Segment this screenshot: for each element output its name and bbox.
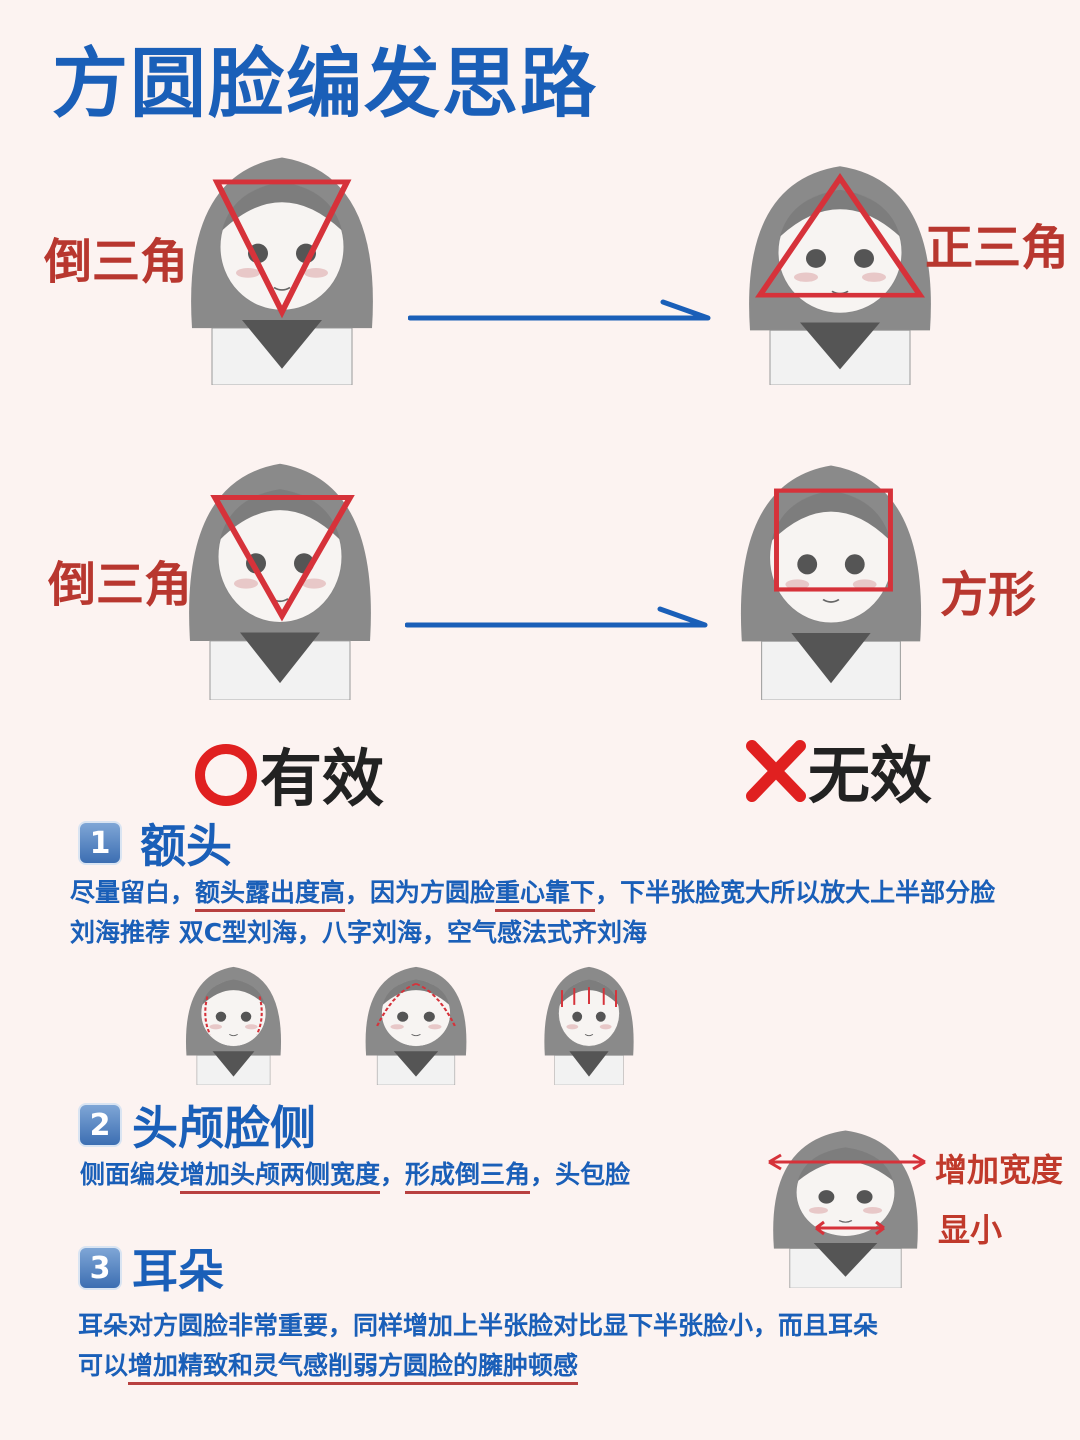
square-overlay <box>774 488 893 592</box>
text: ，因为方圆脸 <box>345 878 496 907</box>
underlined-text: 增加精致和灵气感削弱方圆脸的臃肿顿感 <box>128 1351 579 1385</box>
section-2-title: 头颅脸侧 <box>132 1101 316 1155</box>
section-3-heading: 3 耳朵 <box>78 1235 224 1301</box>
number-badge-2: 2 <box>78 1103 122 1147</box>
width-double-arrow-icon <box>768 1153 926 1171</box>
row2-left-label: 倒三角 <box>48 557 193 613</box>
section-3-title: 耳朵 <box>132 1244 224 1298</box>
verdict-invalid: 无效 <box>744 725 932 815</box>
triangle-overlay <box>755 172 925 298</box>
red-circle-icon <box>195 744 257 806</box>
right-arrow-icon <box>408 299 711 321</box>
verdict-valid-label: 有效 <box>260 742 385 815</box>
section-2-text: 侧面编发增加头颅两侧宽度，形成倒三角，头包脸 <box>80 1155 630 1195</box>
row1-left-label: 倒三角 <box>44 234 189 290</box>
text: 侧面编发 <box>80 1160 181 1189</box>
red-cross-icon <box>746 740 806 802</box>
number-badge-1: 1 <box>78 821 122 865</box>
section-3-text-line-2: 可以增加精致和灵气感削弱方圆脸的臃肿顿感 <box>78 1346 579 1386</box>
underlined-text: 额头露出度高 <box>195 878 346 912</box>
section-1-title: 额头 <box>140 819 232 873</box>
face-width-arrow-icon <box>815 1220 885 1236</box>
note-appears-smaller: 显小 <box>938 1211 1003 1249</box>
section-1-heading: 1 额头 <box>78 810 232 876</box>
number-badge-3: 3 <box>78 1246 122 1290</box>
girl-illustration-bangs-square <box>739 464 923 700</box>
verdict-invalid-label: 无效 <box>808 739 933 812</box>
text: ，下半张脸宽大所以放大上半部分脸 <box>595 878 996 907</box>
right-arrow-icon <box>405 606 708 628</box>
bangs-example-double-c <box>185 966 282 1085</box>
section-1-text-line-2: 刘海推荐 双C型刘海，八字刘海，空气感法式齐刘海 <box>70 918 648 947</box>
text: 可以 <box>78 1351 129 1380</box>
girl-illustration-twin-braids-inverted-triangle <box>188 462 372 700</box>
underlined-text: 重心靠下 <box>495 878 596 912</box>
inverted-triangle-overlay <box>210 494 355 622</box>
page-title: 方圆脸编发思路 <box>52 39 598 128</box>
inverted-triangle-overlay <box>212 179 352 319</box>
row1-right-label: 正三角 <box>925 220 1070 276</box>
girl-illustration-straight-hair-triangle <box>748 165 932 385</box>
bangs-example-eight-shape <box>365 966 467 1085</box>
girl-illustration-side-braids <box>772 1129 919 1288</box>
note-increase-width: 增加宽度 <box>935 1151 1064 1189</box>
text: ，头包脸 <box>530 1160 631 1189</box>
verdict-valid: 有效 <box>192 728 384 818</box>
underlined-text: 增加头颅两侧宽度 <box>180 1160 381 1194</box>
text: 尽量留白， <box>70 878 196 907</box>
section-1-text-line-1: 尽量留白，额头露出度高，因为方圆脸重心靠下，下半张脸宽大所以放大上半部分脸 <box>70 873 995 913</box>
text: ， <box>380 1160 406 1189</box>
row2-right-label: 方形 <box>940 567 1037 623</box>
underlined-text: 形成倒三角 <box>405 1160 531 1194</box>
bangs-example-airy-french <box>543 966 635 1085</box>
section-3-text-line-1: 耳朵对方圆脸非常重要，同样增加上半张脸对比显下半张脸小，而且耳朵 <box>78 1311 879 1340</box>
section-2-heading: 2 头颅脸侧 <box>78 1092 316 1158</box>
girl-illustration-braids-inverted-triangle <box>190 156 374 385</box>
